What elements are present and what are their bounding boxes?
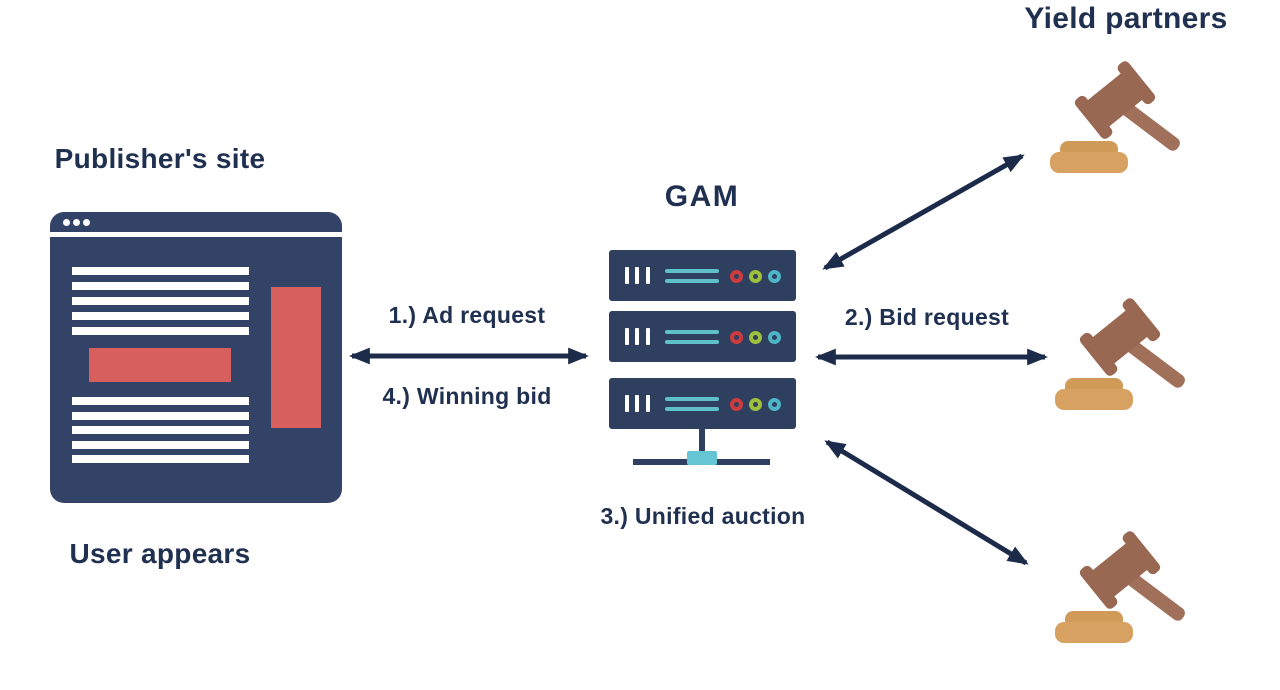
- text-line: [72, 397, 249, 405]
- server-led-icon: [749, 398, 762, 411]
- server-led-icon: [749, 331, 762, 344]
- window-dot-icon: [63, 218, 70, 226]
- server-led-icon: [768, 270, 781, 283]
- gavel-icon: [1040, 55, 1200, 185]
- step-ad-request-label: 1.) Ad request: [388, 302, 546, 328]
- text-line: [72, 426, 249, 434]
- ad-slot-horizontal: [89, 348, 231, 382]
- server-vent-bar: [625, 395, 629, 412]
- text-line: [72, 412, 249, 420]
- server-vent-bar: [646, 328, 650, 345]
- server-vent-bar: [635, 267, 639, 284]
- text-line: [72, 267, 249, 275]
- gam-label: GAM: [664, 180, 740, 213]
- yield-partners-label: Yield partners: [1024, 2, 1228, 35]
- step-unified-auction-label: 3.) Unified auction: [600, 503, 806, 529]
- browser-window-icon: [50, 212, 342, 503]
- server-stack-icon: [609, 378, 796, 429]
- browser-titlebar: [50, 212, 342, 232]
- arrow-gam-partner-bottom: [824, 439, 1029, 566]
- arrow-gam-partner-top: [822, 153, 1025, 271]
- server-stack-icon: [609, 311, 796, 362]
- server-slot-line: [665, 407, 719, 411]
- browser-titlebar-divider: [50, 232, 342, 237]
- text-line: [72, 282, 249, 290]
- server-stack-icon: [609, 250, 796, 301]
- gavel-icon: [1045, 525, 1205, 655]
- server-slot-line: [665, 279, 719, 283]
- server-vent-bar: [646, 395, 650, 412]
- network-node-icon: [687, 451, 717, 465]
- ad-slot-vertical: [271, 287, 321, 428]
- server-vent-bar: [625, 267, 629, 284]
- server-led-icon: [768, 331, 781, 344]
- text-line: [72, 441, 249, 449]
- server-led-icon: [730, 331, 743, 344]
- text-line: [72, 327, 249, 335]
- window-dot-icon: [83, 218, 90, 226]
- server-led-icon: [768, 398, 781, 411]
- text-line: [72, 455, 249, 463]
- server-led-icon: [730, 398, 743, 411]
- user-appears-label: User appears: [69, 538, 251, 569]
- window-dot-icon: [73, 218, 80, 226]
- server-led-icon: [730, 270, 743, 283]
- server-vent-bar: [625, 328, 629, 345]
- step-winning-bid-label: 4.) Winning bid: [382, 383, 552, 409]
- server-vent-bar: [635, 328, 639, 345]
- server-vent-bar: [635, 395, 639, 412]
- server-slot-line: [665, 269, 719, 273]
- text-line: [72, 297, 249, 305]
- network-stem: [699, 429, 705, 453]
- gavel-icon: [1045, 292, 1205, 422]
- step-bid-request-label: 2.) Bid request: [844, 304, 1010, 330]
- server-slot-line: [665, 340, 719, 344]
- text-line: [72, 312, 249, 320]
- server-slot-line: [665, 330, 719, 334]
- server-slot-line: [665, 397, 719, 401]
- server-vent-bar: [646, 267, 650, 284]
- server-led-icon: [749, 270, 762, 283]
- publisher-site-label: Publisher's site: [54, 143, 266, 174]
